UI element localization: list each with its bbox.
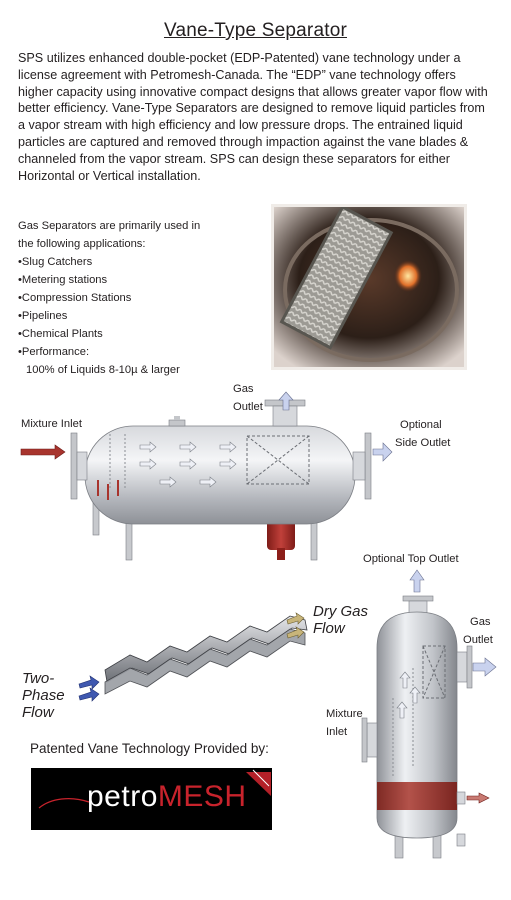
gas-outlet-label-line1: Gas xyxy=(233,383,254,395)
logo-wordmark: petroMESH xyxy=(87,780,247,814)
petromesh-logo: petroMESH xyxy=(31,768,272,830)
vane-profile-illustration xyxy=(78,612,308,702)
gas-outlet-label-line2: Outlet xyxy=(233,401,263,413)
applications-heading: Gas Separators are primarily used in the… xyxy=(18,220,201,250)
two-phase-label-line2: Phase xyxy=(22,687,65,704)
vertical-separator-diagram xyxy=(361,569,497,859)
vertical-mixture-inlet-label-line1: Mixture xyxy=(326,708,363,720)
provided-by-text: Patented Vane Technology Provided by: xyxy=(30,741,269,756)
list-item: Compression Stations xyxy=(18,289,248,307)
vertical-mixture-inlet-label-line2: Inlet xyxy=(326,726,348,738)
two-phase-label-line1: Two- xyxy=(22,670,55,687)
mixture-inlet-label: Mixture Inlet xyxy=(21,418,82,430)
logo-swoosh-icon xyxy=(38,769,271,809)
side-outlet-label-line2: Side Outlet xyxy=(395,437,451,449)
side-outlet-label-line1: Optional xyxy=(400,419,442,431)
applications-section: Gas Separators are primarily used in the… xyxy=(18,217,248,379)
list-item: Performance: xyxy=(18,343,248,361)
logo-part-mesh: MESH xyxy=(157,780,247,813)
intro-paragraph: SPS utilizes enhanced double-pocket (EDP… xyxy=(18,51,488,183)
two-phase-label-line3: Flow xyxy=(22,704,54,721)
vertical-gas-outlet-label-line1: Gas xyxy=(470,616,491,628)
vane-pack-photo xyxy=(271,204,467,370)
list-item: Pipelines xyxy=(18,307,248,325)
page-title: Vane-Type Separator xyxy=(163,20,347,41)
dry-gas-label-line1: Dry Gas xyxy=(313,603,369,620)
list-item: Chemical Plants xyxy=(18,325,248,343)
vertical-gas-outlet-label-line2: Outlet xyxy=(463,634,493,646)
logo-part-petro: petro xyxy=(87,780,158,813)
top-outlet-label: Optional Top Outlet xyxy=(363,553,459,565)
dry-gas-label-line2: Flow xyxy=(313,620,345,637)
list-item: Slug Catchers xyxy=(18,253,248,271)
list-item: Metering stations xyxy=(18,271,248,289)
applications-list: Slug Catchers Metering stations Compress… xyxy=(18,253,248,361)
horizontal-separator-diagram xyxy=(20,391,393,561)
performance-value: 100% of Liquids 8-10µ & larger xyxy=(26,364,180,376)
